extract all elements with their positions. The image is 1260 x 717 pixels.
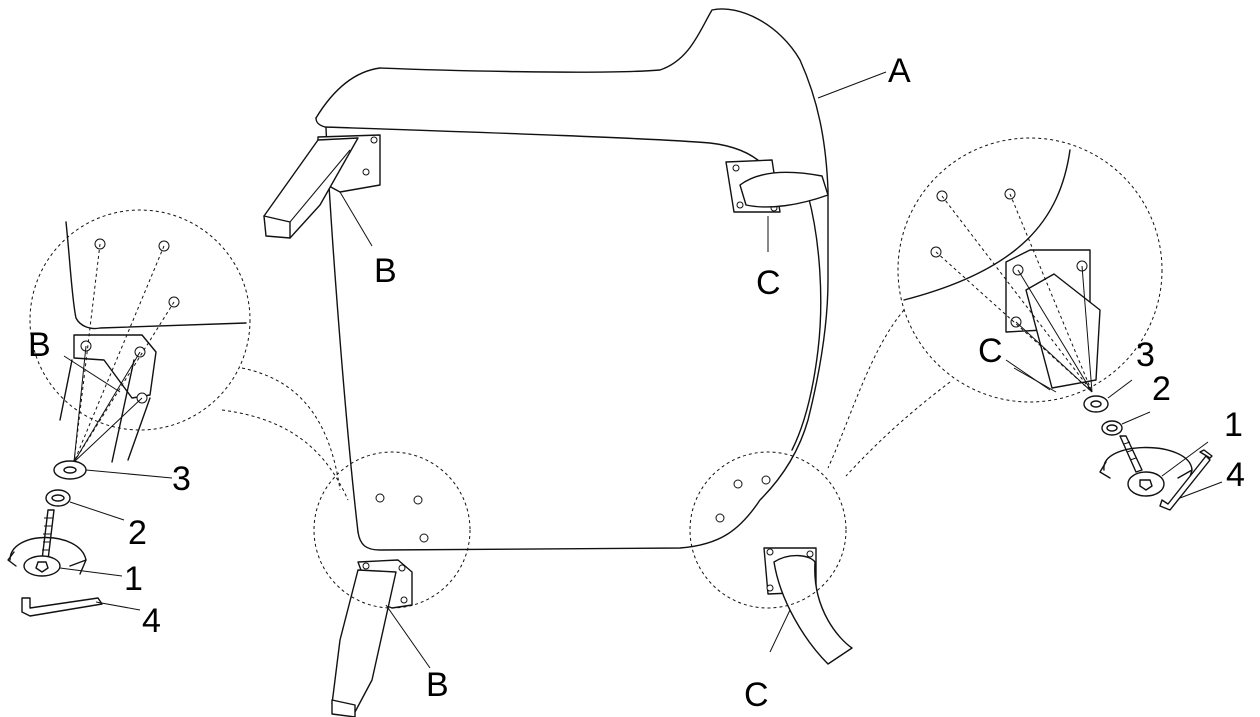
label-right-back-leg: C — [978, 332, 1003, 370]
label-back-leg-bottom: C — [744, 676, 769, 714]
label-seat-a: A — [888, 52, 911, 90]
label-right-allen-key: 4 — [1226, 456, 1245, 494]
back-leg-bottom — [763, 547, 853, 665]
right-hardware — [1083, 379, 1223, 511]
left-allen-key — [21, 597, 103, 617]
label-right-spring-washer: 2 — [1152, 370, 1171, 408]
right-zoom-detail — [897, 137, 1163, 403]
right-allen-key — [1159, 449, 1213, 511]
left-zoom-detail — [29, 209, 251, 463]
label-front-leg-bottom: B — [426, 666, 449, 704]
detail-circle-right-small — [689, 451, 847, 609]
label-left-spring-washer: 2 — [128, 514, 147, 552]
detail-circle-left-small — [313, 451, 471, 609]
label-right-bolt: 1 — [1224, 406, 1243, 444]
label-back-leg-top: C — [756, 264, 781, 302]
label-left-allen-key: 4 — [142, 602, 161, 640]
right-bolt — [1099, 435, 1193, 497]
label-left-front-leg: B — [28, 326, 51, 364]
front-leg-top — [263, 134, 381, 247]
left-hardware — [7, 460, 173, 617]
label-right-flat-washer: 3 — [1136, 336, 1155, 374]
left-bolt — [7, 509, 87, 577]
label-left-flat-washer: 3 — [172, 460, 191, 498]
label-left-bolt: 1 — [124, 560, 143, 598]
back-leg-top — [725, 159, 829, 252]
label-front-leg-top: B — [374, 252, 397, 290]
front-leg-bottom — [331, 559, 431, 717]
